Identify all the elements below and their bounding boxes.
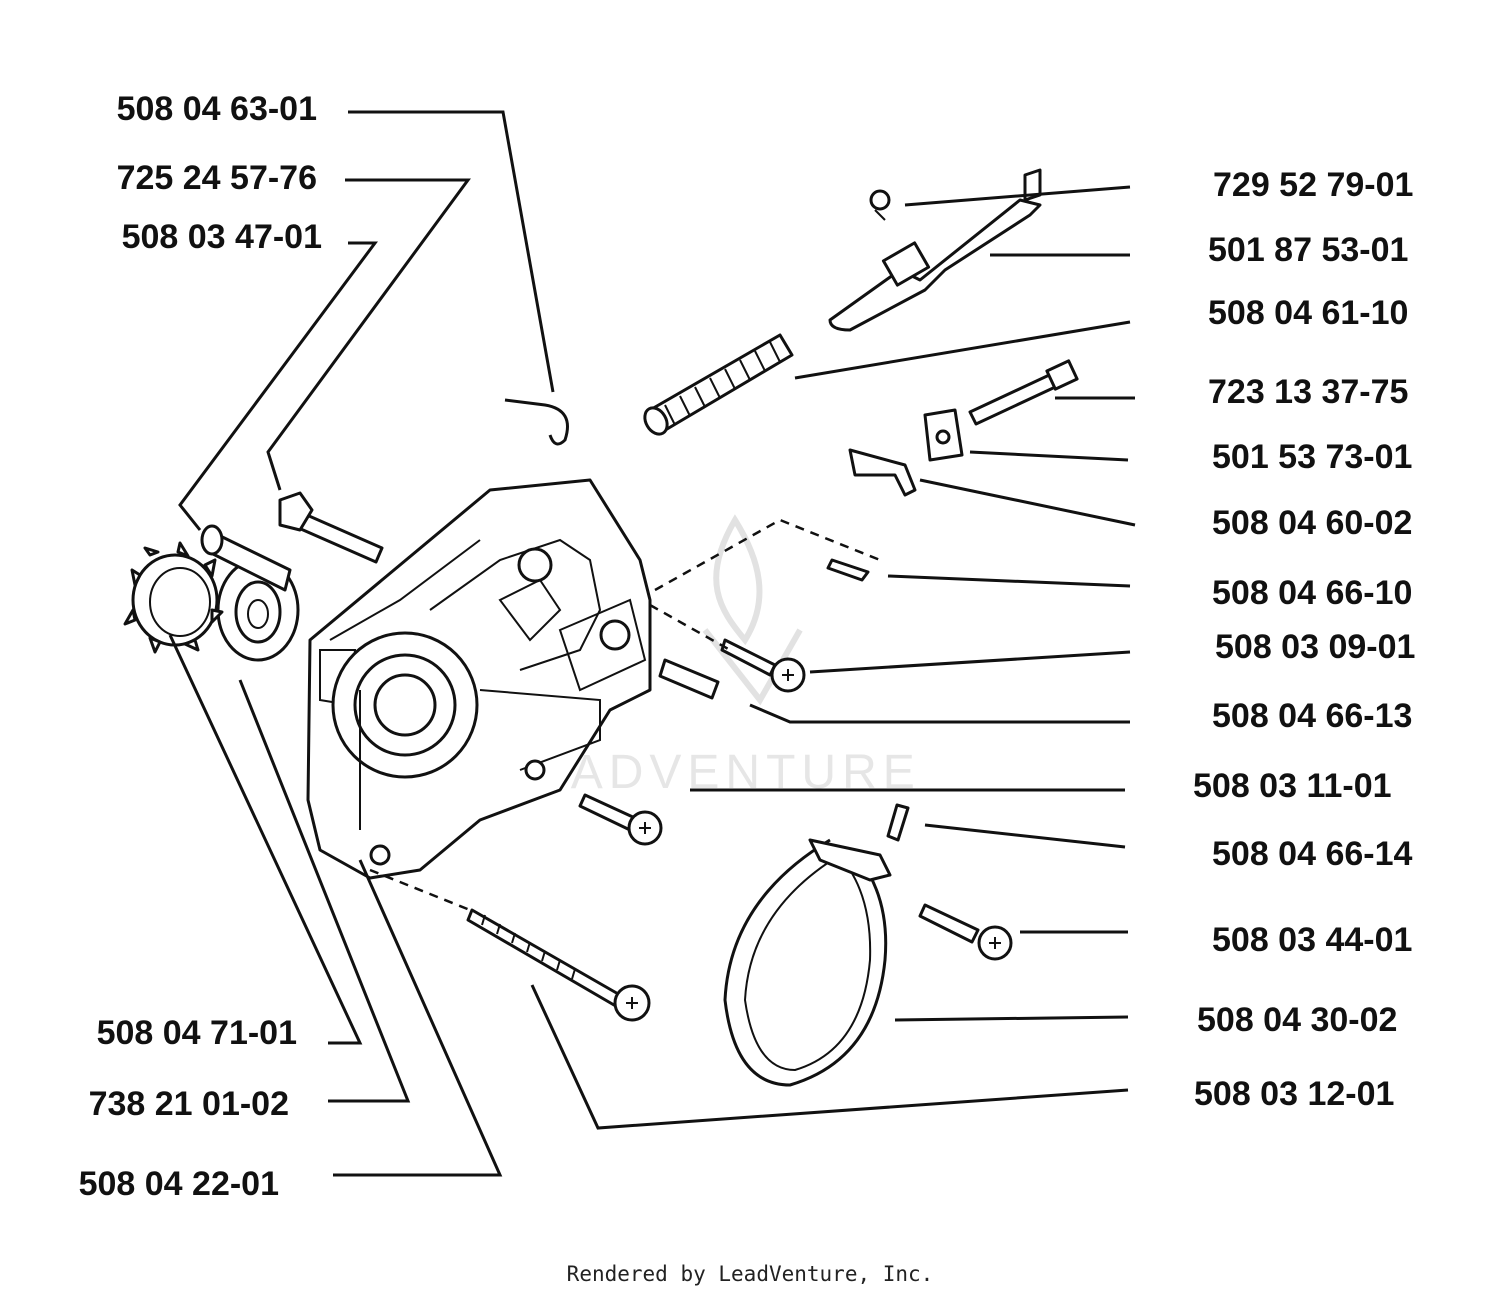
- part-number-label: 725 24 57-76: [117, 159, 317, 197]
- right-callouts: 729 52 79-01 501 87 53-01 508 04 61-10 7…: [1193, 166, 1415, 1113]
- part-number-label: 508 03 12-01: [1194, 1075, 1394, 1113]
- part-number-label: 508 04 61-10: [1208, 294, 1408, 332]
- part-number-label: 738 21 01-02: [89, 1085, 289, 1123]
- part-number-label: 508 04 66-14: [1212, 835, 1412, 873]
- part-number-label: 508 04 66-13: [1212, 697, 1412, 735]
- render-credit: Rendered by LeadVenture, Inc.: [566, 1262, 934, 1286]
- part-number-label: 723 13 37-75: [1208, 373, 1408, 411]
- bracket-part: [848, 448, 917, 497]
- part-number-label: 508 04 60-02: [1212, 504, 1412, 542]
- part-number-label: 508 04 63-01: [117, 90, 317, 128]
- long-bolt-part: [968, 359, 1079, 426]
- alignment-dash-3: [369, 868, 471, 912]
- spring-drum-part: [200, 524, 300, 662]
- sprocket-cover-part: [123, 541, 224, 654]
- leader-lines: [168, 110, 1136, 1177]
- part-number-label: 508 03 44-01: [1212, 921, 1412, 959]
- plate-part: [923, 408, 964, 462]
- long-screw-part: [466, 908, 651, 1022]
- bolt-part-left: [278, 491, 384, 564]
- clip-wire-part: [504, 398, 569, 446]
- alignment-dash-1: [654, 518, 881, 592]
- part-number-label: 508 03 47-01: [122, 218, 322, 256]
- part-number-label: 501 53 73-01: [1212, 438, 1412, 476]
- brake-band-part: [723, 838, 892, 1087]
- part-number-label: 508 03 11-01: [1193, 767, 1392, 805]
- left-callouts: 508 04 63-01 725 24 57-76 508 03 47-01 5…: [79, 90, 322, 1203]
- pin-part-2: [886, 803, 910, 842]
- part-number-label: 508 04 22-01: [79, 1165, 279, 1203]
- sleeve-part: [658, 658, 720, 700]
- part-number-label: 508 04 30-02: [1197, 1001, 1397, 1039]
- part-number-label: 508 03 09-01: [1215, 628, 1415, 666]
- pin-part-1: [826, 558, 870, 582]
- chain-brake-lever-part: [828, 168, 1042, 332]
- part-number-label: 508 04 66-10: [1212, 574, 1412, 612]
- screw-part-3: [918, 903, 1013, 961]
- part-number-label: 729 52 79-01: [1213, 166, 1413, 204]
- part-number-label: 501 87 53-01: [1208, 231, 1408, 269]
- watermark-flame-icon: [702, 514, 803, 706]
- screw-part-2: [578, 793, 663, 846]
- part-number-label: 508 04 71-01: [97, 1014, 297, 1052]
- spring-part: [643, 333, 794, 436]
- chain-brake-housing: [306, 478, 652, 880]
